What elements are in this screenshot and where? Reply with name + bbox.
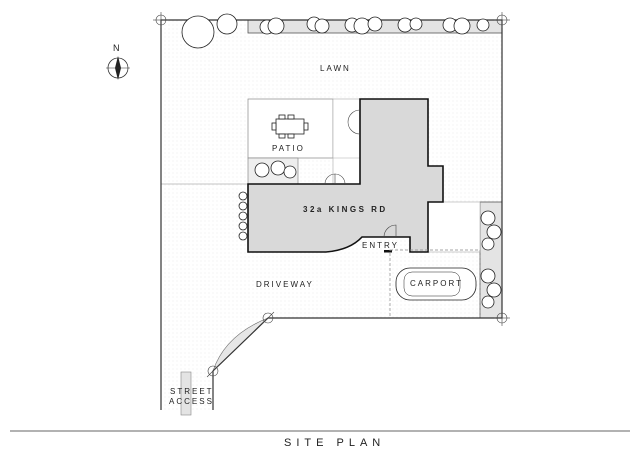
large-tree-icon <box>181 15 215 49</box>
trees <box>181 13 502 309</box>
lawn-label: LAWN <box>320 64 351 73</box>
carport-side-yard <box>427 201 481 253</box>
carport-label: CARPORT <box>410 279 463 288</box>
patio-label: PATIO <box>272 144 305 153</box>
drawing-title: SITE PLAN <box>284 437 385 449</box>
street-access-label-line2: ACCESS <box>169 397 214 406</box>
driveway-label: DRIVEWAY <box>256 280 314 289</box>
survey-markers <box>153 12 510 378</box>
entry-step <box>384 250 392 253</box>
house-address-label: 32a KINGS RD <box>303 205 388 214</box>
north-label: N <box>113 43 120 53</box>
patio-doors-icon <box>324 109 397 238</box>
dining-table-icon <box>271 114 309 139</box>
house-footprint <box>247 98 444 253</box>
side-terrace <box>332 98 361 185</box>
car-icon <box>395 267 477 301</box>
north-arrow-icon <box>106 56 130 80</box>
street-access-label-line1: STREET <box>170 387 214 396</box>
entry-label: ENTRY <box>362 241 399 250</box>
tree-icon <box>216 13 238 35</box>
street-access-strip <box>180 371 192 416</box>
